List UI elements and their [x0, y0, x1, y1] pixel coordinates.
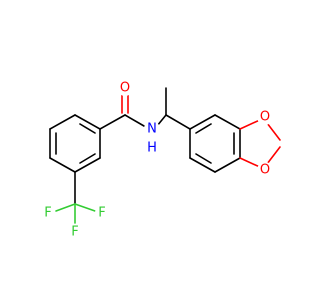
bond-ring-a-1	[74, 114, 101, 130]
fluorine-right-bg	[95, 206, 109, 220]
bond-ring-a-3	[74, 157, 101, 173]
oxygen-carbonyl-bg	[117, 80, 133, 96]
bond-ring-a-4	[49, 157, 76, 173]
bond-ring-to-carbonyl	[99, 114, 126, 130]
oxygen-dioxole-lower-bg	[257, 162, 273, 178]
bond-ring-b-5	[189, 157, 216, 173]
bond-cf-left	[55, 203, 76, 212]
oxygen-dioxole-upper-label: O	[260, 110, 270, 125]
oxygen-dioxole-lower-label: O	[260, 163, 270, 178]
fluorine-bottom-bg	[68, 225, 82, 239]
oxygen-carbonyl-label: O	[120, 81, 130, 96]
bond-ch-to-ring	[165, 114, 191, 130]
fluorine-left-label: F	[44, 206, 51, 221]
bond-ring-b-inner-3	[195, 153, 212, 164]
amide-hydrogen-label: H	[147, 141, 157, 156]
bond-ring-a-inner-1	[79, 123, 96, 134]
fluorine-right-label: F	[98, 206, 105, 221]
bond-ring-a-inner-2	[79, 153, 96, 164]
bond-ring-a-6	[49, 114, 76, 130]
bond-ring-b-1	[189, 114, 216, 130]
nitrogen-bg	[144, 121, 160, 137]
fluorine-left-bg	[41, 206, 55, 220]
nitrogen-label: N	[147, 122, 157, 137]
bond-n-to-ch	[156, 114, 167, 127]
bond-cf-right	[74, 203, 96, 212]
bond-o-lower-to-ch2	[266, 146, 281, 165]
bond-carbonyl-to-n	[124, 114, 145, 127]
bond-ring-b-4	[214, 157, 241, 173]
oxygen-dioxole-upper-bg	[257, 109, 273, 125]
bond-o-upper-to-ch2	[266, 122, 281, 141]
bond-ring-b-2	[214, 114, 241, 130]
bond-ring-b-inner-1	[195, 123, 212, 134]
molecule-structure-diagram: O N H O O F F F	[41, 80, 281, 240]
fluorine-bottom-label: F	[71, 225, 78, 240]
